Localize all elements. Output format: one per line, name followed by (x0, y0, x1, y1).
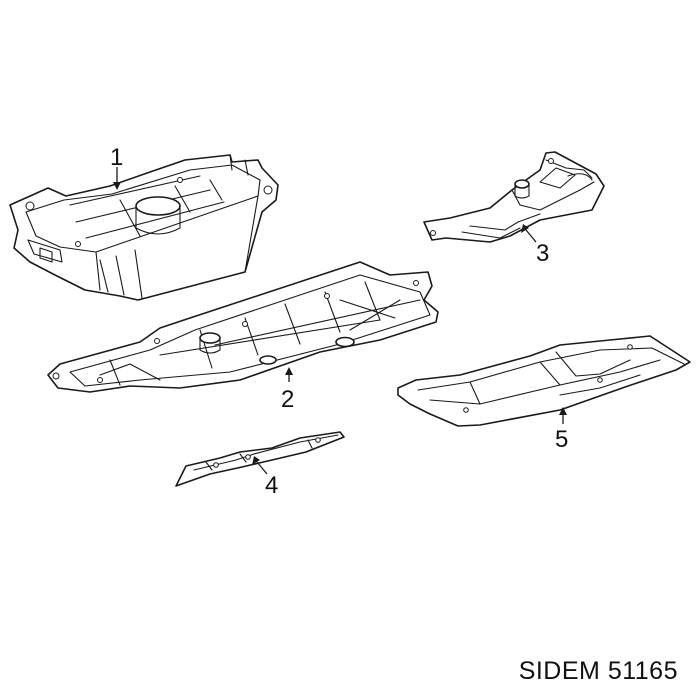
callout-leader-3 (521, 224, 537, 243)
callout-label-3: 3 (536, 240, 549, 267)
part-2-center-shield (47, 261, 439, 393)
brand-name: SIDEM (518, 657, 601, 685)
callout-leader-4 (252, 456, 268, 475)
part-3-bracket-shield (423, 151, 605, 243)
callout-label-5: 5 (555, 426, 568, 453)
part-1-tray-shield (9, 154, 279, 301)
part-5-rear-shield (397, 335, 691, 427)
callout-leader-2 (285, 367, 293, 382)
callout-label-1: 1 (110, 144, 123, 171)
brand-label: SIDEM 51165 (519, 657, 678, 686)
part-4-reinforcement-bar (175, 431, 345, 487)
callout-label-4: 4 (265, 472, 278, 499)
callout-leader-5 (559, 407, 567, 424)
part-number: 51165 (607, 657, 678, 685)
callout-leader-1 (113, 167, 121, 190)
callout-label-2: 2 (281, 386, 294, 413)
